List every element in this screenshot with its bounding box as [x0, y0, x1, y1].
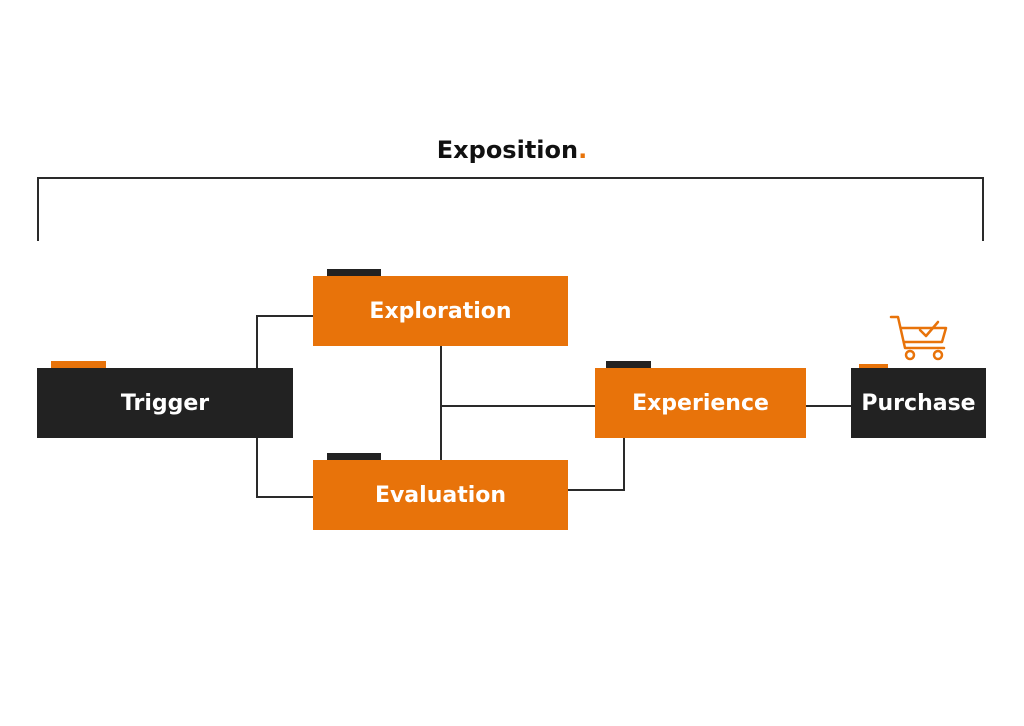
purchase-label: Purchase	[861, 390, 976, 416]
connector-trigger-exploration	[256, 315, 313, 368]
trigger-label: Trigger	[120, 390, 210, 416]
title-text: Exposition	[436, 136, 579, 164]
diagram-title: Exposition.	[0, 136, 1024, 164]
exploration-node: Exploration	[313, 276, 568, 346]
title-dot: .	[578, 136, 588, 164]
exposition-bracket	[37, 177, 984, 241]
experience-node: Experience	[595, 368, 806, 438]
evaluation-node: Evaluation	[313, 460, 568, 530]
connector-trigger-evaluation	[256, 438, 313, 498]
shopping-cart-check-icon	[889, 315, 948, 361]
purchase-node: Purchase	[851, 368, 986, 438]
exploration-label: Exploration	[369, 298, 512, 324]
evaluation-label: Evaluation	[374, 482, 507, 508]
connector-evaluation-experience	[568, 438, 625, 491]
experience-label: Experience	[632, 390, 769, 416]
trigger-node: Trigger	[37, 368, 293, 438]
